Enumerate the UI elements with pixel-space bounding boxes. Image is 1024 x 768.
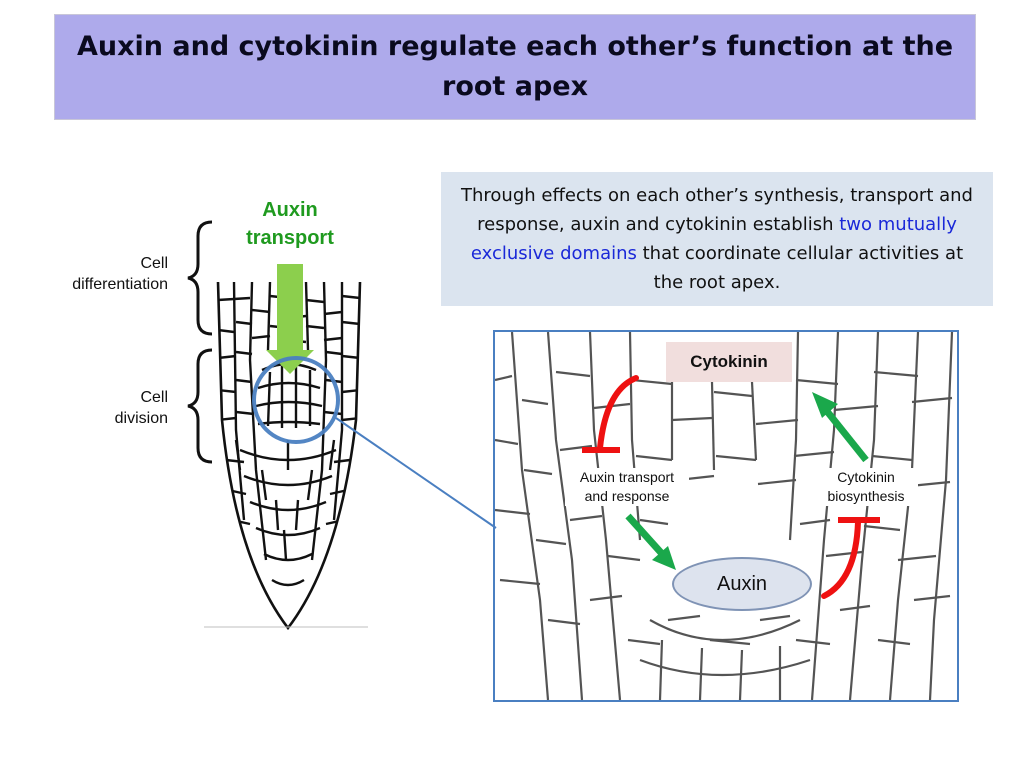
auxin-oval: Auxin: [672, 557, 812, 611]
cytokinin-box: Cytokinin: [666, 342, 792, 382]
info-highlight: two mutually exclusive domains: [470, 214, 957, 264]
promote-arrow-to-cytokinin: [812, 392, 869, 463]
cytokinin-biosynthesis-label: Cytokinin biosynthesis: [814, 468, 918, 506]
promote-arrow-to-auxin: [625, 513, 676, 570]
title-banner: Auxin and cytokinin regulate each other’…: [54, 14, 976, 120]
slide-title: Auxin and cytokinin regulate each other’…: [76, 31, 954, 102]
brace-division: [187, 348, 213, 464]
info-text: Through effects on each other’s synthesi…: [457, 181, 977, 297]
cell-differentiation-line1: Cell: [140, 255, 168, 272]
cell-differentiation-line2: differentiation: [72, 276, 168, 293]
zoom-connector-line: [335, 417, 497, 529]
auxin-transport-response-line2: and response: [584, 488, 670, 504]
cytokinin-biosynthesis-line1: Cytokinin: [837, 469, 895, 485]
info-text-before: Through effects on each other’s synthesi…: [461, 185, 973, 235]
auxin-transport-label-line2: transport: [246, 227, 334, 249]
cytokinin-biosynthesis-line2: biosynthesis: [827, 488, 905, 504]
inhibit-cytokinin-to-auxin-transport: [582, 375, 639, 453]
auxin-transport-label-line1: Auxin: [262, 199, 318, 221]
zoom-highlight-circle: [252, 356, 340, 444]
info-text-after: that coordinate cellular activities at t…: [636, 243, 964, 293]
auxin-transport-response-label: Auxin transport and response: [565, 468, 689, 506]
cell-division-line2: division: [114, 410, 168, 427]
brace-differentiation: [187, 220, 213, 336]
cell-differentiation-label: Cell differentiation: [40, 253, 168, 295]
auxin-transport-arrow: [266, 264, 314, 374]
zoom-panel: [493, 330, 959, 702]
cell-division-line1: Cell: [140, 389, 168, 406]
info-box: Through effects on each other’s synthesi…: [441, 172, 993, 306]
auxin-transport-response-line1: Auxin transport: [579, 469, 675, 485]
auxin-transport-label: Auxin transport: [212, 196, 368, 252]
cell-division-label: Cell division: [40, 387, 168, 429]
root-tip-drawing: [216, 281, 362, 631]
inhibit-auxin-to-cytokinin-biosynthesis: [821, 517, 880, 599]
